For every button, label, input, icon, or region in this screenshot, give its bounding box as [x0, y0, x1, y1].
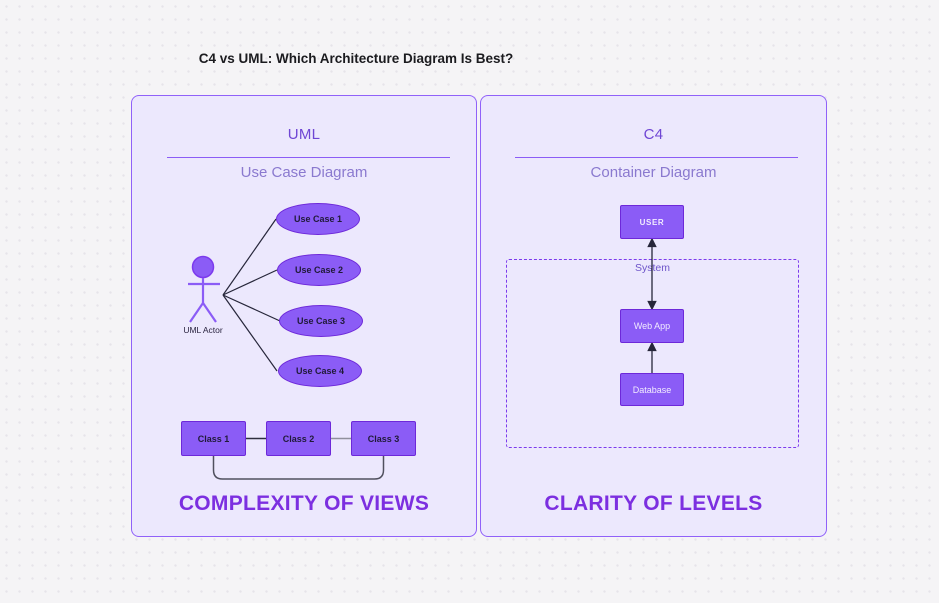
association-lines [222, 218, 281, 372]
c4-heading-rule [515, 156, 798, 158]
uml-panel-heading: UML [287, 126, 321, 143]
use-case-2-ellipse: Use Case 2 [277, 254, 361, 286]
user-node: USER [620, 205, 684, 239]
container-arrows [647, 237, 657, 373]
use-case-1-ellipse: Use Case 1 [276, 203, 360, 235]
web-app-node: Web App [620, 309, 684, 343]
c4-panel-subheading: Container Diagram [590, 164, 717, 181]
class-3-box: Class 3 [351, 421, 416, 456]
uml-panel-subheading: Use Case Diagram [240, 164, 368, 181]
class-2-box: Class 2 [266, 421, 331, 456]
use-case-4-ellipse: Use Case 4 [278, 355, 362, 387]
class-1-box: Class 1 [181, 421, 246, 456]
class-connectors [212, 437, 385, 480]
actor-head [191, 255, 215, 279]
uml-actor-figure [188, 255, 220, 323]
uml-panel: UML Use Case Diagram [131, 95, 477, 537]
c4-panel: C4 Container Diagram System USER Web App… [480, 95, 827, 537]
uml-diagram-lines [188, 218, 385, 480]
c4-panel-heading: C4 [643, 126, 664, 143]
uml-actor-label: UML Actor [183, 325, 223, 335]
page-title: C4 vs UML: Which Architecture Diagram Is… [198, 51, 514, 66]
uml-panel-caption: COMPLEXITY OF VIEWS [178, 492, 430, 515]
uml-heading-rule [167, 156, 450, 158]
use-case-3-ellipse: Use Case 3 [279, 305, 363, 337]
database-node: Database [620, 373, 684, 406]
c4-panel-caption: CLARITY OF LEVELS [544, 492, 763, 515]
c4-diagram-arrows [647, 237, 657, 373]
